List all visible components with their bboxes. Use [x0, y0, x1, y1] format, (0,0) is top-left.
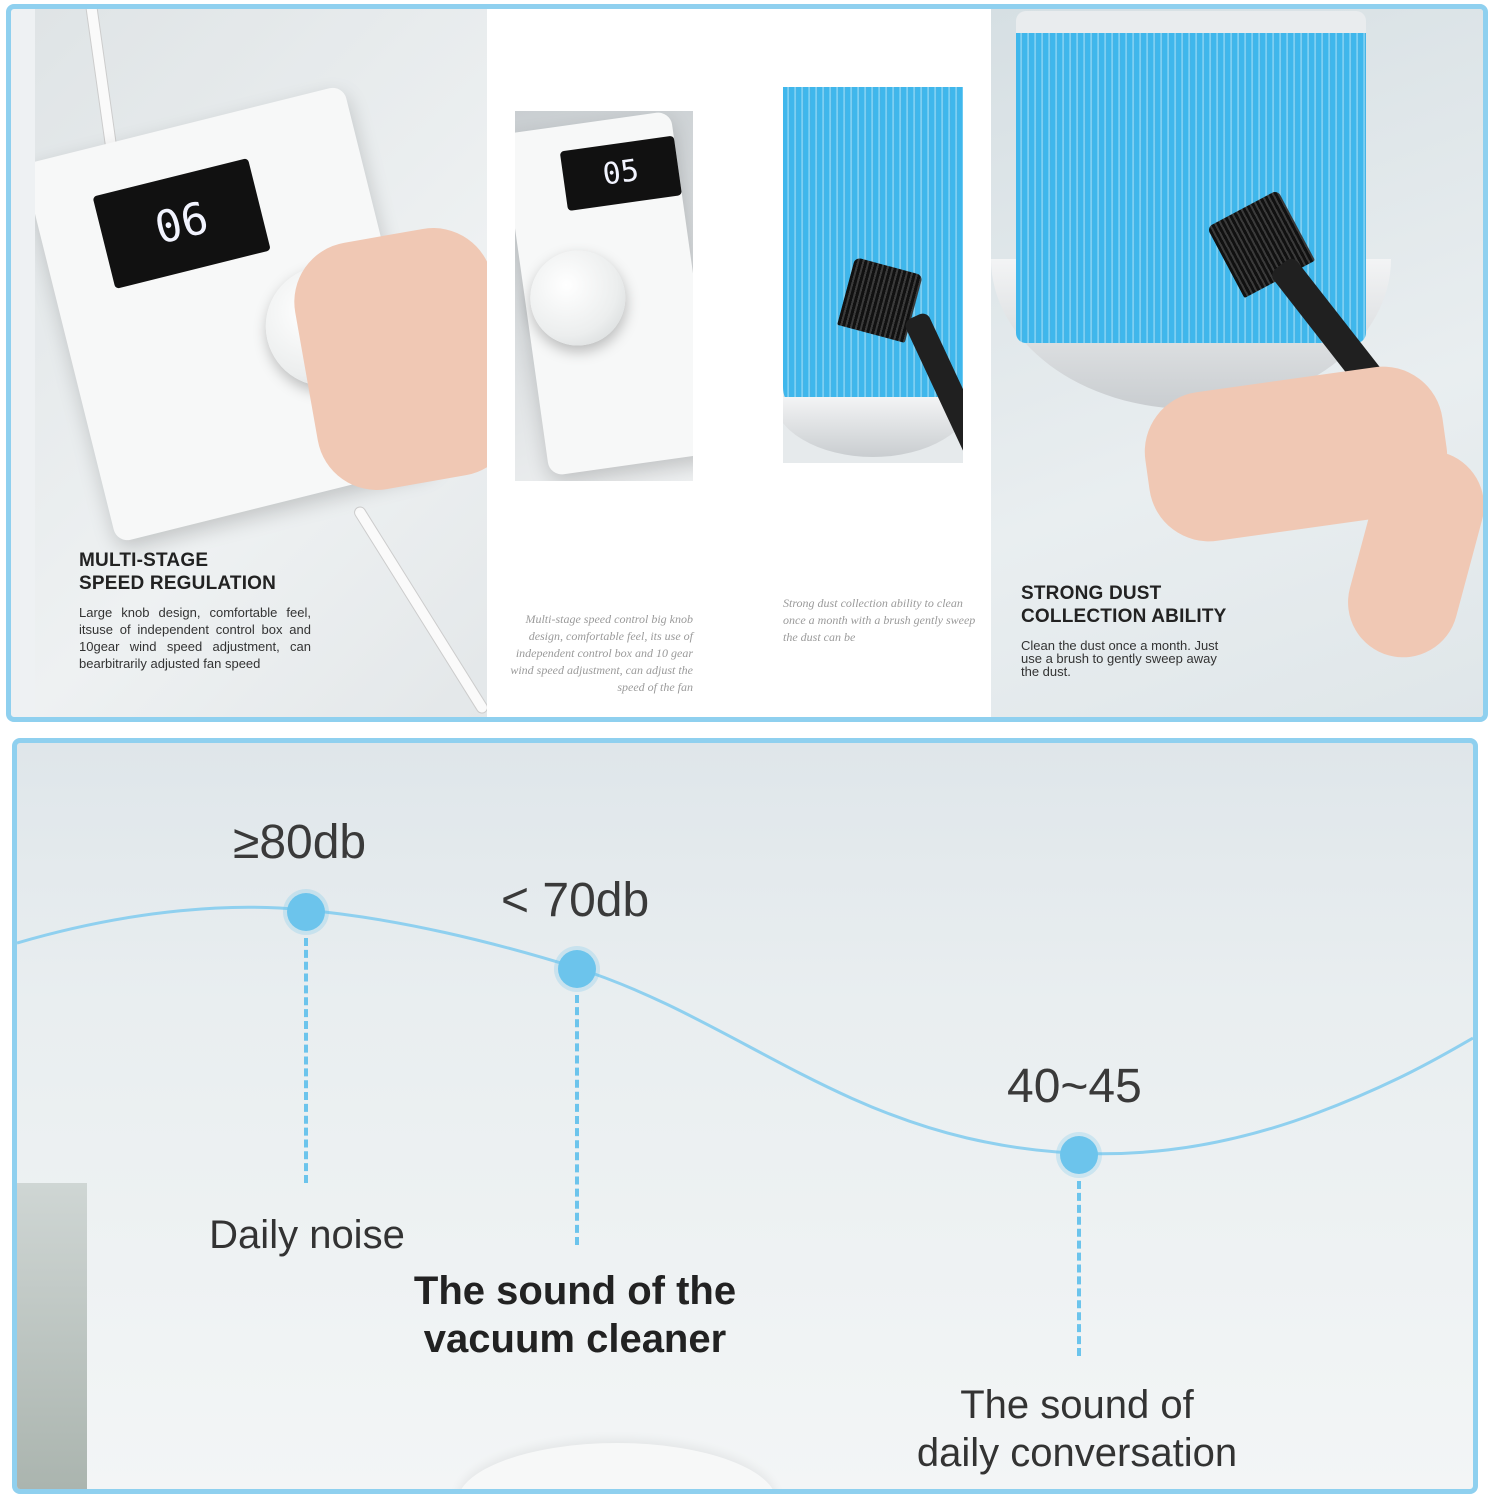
noise-curve: [17, 905, 1473, 1156]
speed-controller-closeup: 05: [515, 111, 693, 477]
noise-level-2-line: [575, 995, 579, 1245]
dust-description: Clean the dust once a month. Just use a …: [1021, 638, 1219, 679]
noise-level-3-value: 40~45: [1007, 1060, 1142, 1113]
dust-collection-panel: STRONG DUST COLLECTION ABILITY Clean the…: [991, 9, 1483, 717]
filter-closeup: [783, 87, 963, 463]
power-cable: [84, 9, 118, 152]
noise-level-section: ≥80db Daily noise < 70db The sound of th…: [12, 738, 1478, 1494]
speed-regulation-panel: 06 MULTI-STAGE SPEED REGULATION Large kn…: [35, 9, 487, 717]
speed-heading: MULTI-STAGE SPEED REGULATION: [79, 550, 277, 594]
noise-level-3-label: The sound of daily conversation: [916, 1383, 1238, 1475]
noise-level-1-value: ≥80db: [233, 816, 367, 869]
controller-closeup: 05: [515, 111, 693, 481]
speed-display-closeup-value: 05: [600, 152, 642, 193]
noise-level-2-marker: [558, 950, 596, 988]
noise-curve-path: [17, 905, 1473, 1156]
detail-panel: 05 Multi-stage speed control big knob de…: [487, 9, 991, 717]
power-cable-lower: [351, 504, 487, 716]
dust-heading: STRONG DUST COLLECTION ABILITY: [1021, 583, 1227, 627]
feature-collage: 06 MULTI-STAGE SPEED REGULATION Large kn…: [6, 4, 1488, 722]
noise-level-2-label: The sound of the vacuum cleaner: [413, 1269, 737, 1361]
noise-level-1-line: [304, 938, 308, 1183]
speed-display: 06: [92, 158, 271, 289]
speed-detail-caption: Multi-stage speed control big knob desig…: [510, 612, 693, 694]
speed-display-closeup: 05: [559, 135, 682, 212]
noise-level-3-marker: [1060, 1136, 1098, 1174]
speed-knob-closeup: [524, 244, 632, 352]
noise-level-2-value: < 70db: [501, 874, 650, 927]
speed-display-value: 06: [149, 192, 214, 255]
dust-detail-caption: Strong dust collection ability to clean …: [783, 596, 976, 644]
noise-level-1-marker: [287, 893, 325, 931]
noise-level-3-line: [1077, 1181, 1081, 1356]
room-background-window: [17, 1183, 87, 1489]
speed-description: Large knob design, comfortable feel, its…: [79, 605, 311, 671]
noise-level-1-label: Daily noise: [209, 1213, 405, 1257]
filter-closeup-base: [783, 397, 963, 457]
